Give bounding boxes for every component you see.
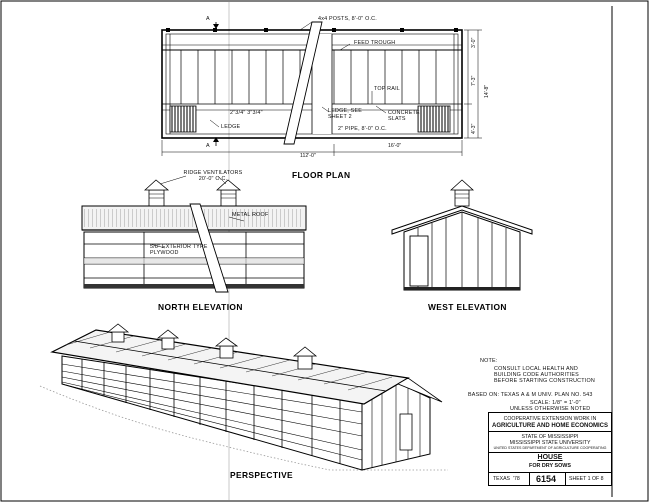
slat-panel-right <box>417 105 451 133</box>
based-on-label: BASED ON: TEXAS A & M UNIV. PLAN NO. 543 <box>468 392 593 398</box>
ridge-ventilator <box>215 179 242 207</box>
pipe-strip <box>189 203 229 293</box>
plywood-label: 5/8" EXTERIOR TYPE PLYWOOD <box>150 244 208 256</box>
front-depth-dim: 7'-3" <box>471 75 477 86</box>
slat-size-label: 2"3/4" 3"3/4" <box>230 110 263 116</box>
metal-roof-label: METAL ROOF <box>232 212 269 218</box>
ridge-ventilator <box>106 323 130 343</box>
north-elevation-title: NORTH ELEVATION <box>158 302 243 312</box>
plan-year: '78 <box>513 476 520 482</box>
ridge-ventilator <box>449 179 475 207</box>
pipe-label: 2" PIPE, 8'-0" O.C. <box>338 126 387 132</box>
state-line: STATE OF MISSISSIPPI <box>521 434 579 440</box>
floor-plan-title: FLOOR PLAN <box>292 170 351 180</box>
west-door <box>409 235 429 287</box>
perspective-view <box>39 323 448 471</box>
note-line: CONSULT LOCAL HEALTH AND <box>494 366 578 372</box>
plan-subtitle: FOR DRY SOWS <box>529 463 571 469</box>
ledge-see-sheet-label: LEDGE, SEE SHEET 2 <box>328 108 363 120</box>
slat-panel-left <box>169 105 197 133</box>
department-line: UNITED STATES DEPARTMENT OF AGRICULTURE … <box>493 446 607 450</box>
agency-line-1: COOPERATIVE EXTENSION WORK IN <box>503 416 597 422</box>
agency-line-2: AGRICULTURE AND HOME ECONOMICS <box>492 423 608 429</box>
title-block-footer: TEXAS '78 6154 SHEET 1 OF 8 <box>489 472 611 485</box>
sheet-number: SHEET 1 OF 8 <box>569 476 604 482</box>
ridge-ventilator <box>292 346 318 370</box>
back-depth-dim: 4'-3" <box>471 123 477 134</box>
note-line: BEFORE STARTING CONSTRUCTION <box>494 378 595 384</box>
overall-length-dim: 112'-0" <box>300 153 316 159</box>
ridge-ventilator <box>143 179 170 207</box>
plan-title: HOUSE <box>537 454 563 461</box>
ridge-ventilators-label: RIDGE VENTILATORS 20'-0" O.C. <box>183 170 243 182</box>
posts-label: 4x4 POSTS, 8'-0" O.C. <box>318 16 377 22</box>
ridge-ventilator <box>214 337 239 359</box>
west-elevation <box>391 179 533 291</box>
ridge-ventilator <box>156 329 180 350</box>
floor-plan <box>161 21 482 156</box>
scale-note: UNLESS OTHERWISE NOTED <box>510 406 591 412</box>
width-dim: 14'-8" <box>484 84 490 98</box>
north-elevation <box>81 175 307 293</box>
section-marker-top: A <box>206 16 210 22</box>
concrete-slats-label: CONCRETE SLATS <box>388 110 420 122</box>
note-line: BUILDING CODE AUTHORITIES <box>494 372 579 378</box>
origin-state: TEXAS <box>493 476 511 482</box>
feed-trough-label: FEED TROUGH <box>354 40 396 46</box>
top-rail-label: TOP RAIL <box>374 86 400 92</box>
scale-label: SCALE: 1/8" = 1'-0" <box>530 400 581 406</box>
section-marker-bottom: A <box>206 143 210 149</box>
ledge-label: LEDGE <box>221 124 241 130</box>
university-line: MISSISSIPPI STATE UNIVERSITY <box>509 440 591 446</box>
title-block: COOPERATIVE EXTENSION WORK IN AGRICULTUR… <box>488 412 612 486</box>
note-heading: NOTE: <box>480 358 498 364</box>
end-small-dim: 3'-0" <box>471 37 477 48</box>
pipe-strip <box>283 21 323 145</box>
plan-number: 6154 <box>536 474 557 484</box>
perspective-title: PERSPECTIVE <box>230 470 294 480</box>
west-elevation-title: WEST ELEVATION <box>428 302 507 312</box>
pen-length-dim: 16'-0" <box>388 143 402 149</box>
